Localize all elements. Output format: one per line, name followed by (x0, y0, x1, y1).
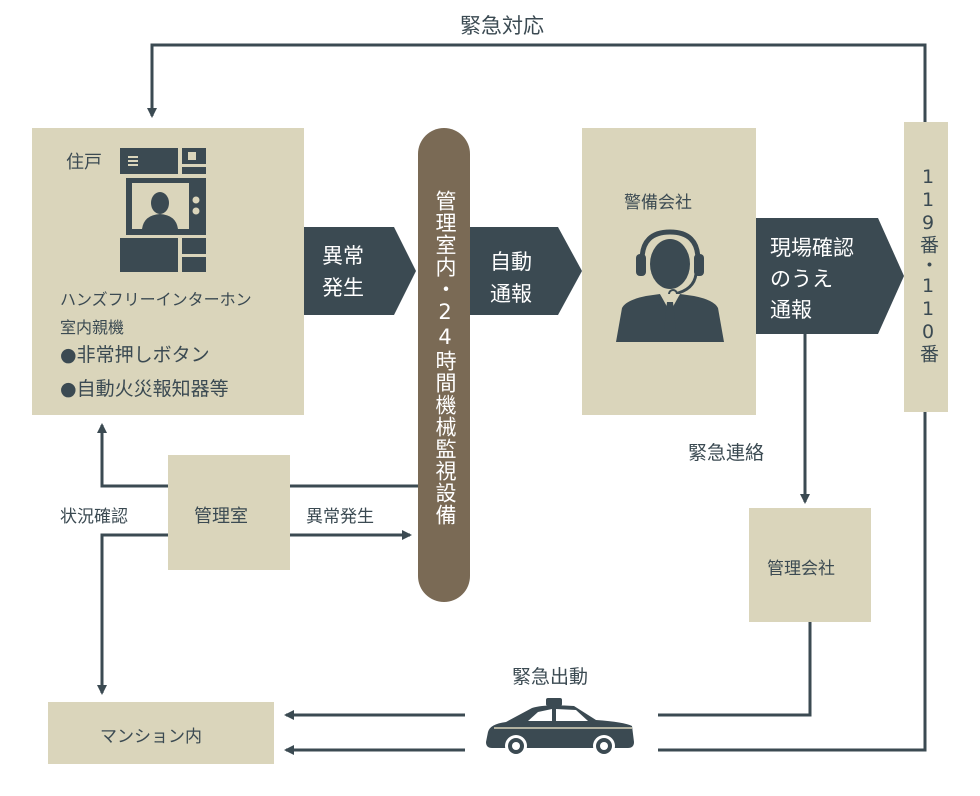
abnormal-arrow-line1: 異常 (322, 244, 364, 268)
bullet-emergency-button: ●非常押しボタン (60, 344, 210, 366)
status-check-label: 状況確認 (60, 507, 128, 527)
device-sub: 室内親機 (60, 318, 125, 337)
intercom-icon (120, 148, 206, 272)
management-company-label: 管理会社 (767, 559, 835, 579)
confirm-report-line1: 現場確認 (770, 236, 854, 260)
mansion-label: マンション内 (100, 727, 202, 747)
management-company-box: 管理会社 (749, 508, 871, 622)
device-name: ハンズフリーインターホン (60, 290, 252, 309)
emergency-response-label: 緊急対応 (460, 14, 544, 38)
emergency-contact-label: 緊急連絡 (688, 442, 765, 464)
auto-report-arrow-shape (470, 227, 582, 315)
security-company-label: 警備会社 (624, 193, 692, 213)
abnormal-arrow-line2: 発生 (322, 276, 364, 300)
auto-report-line1: 自動 (490, 250, 532, 274)
emergency-numbers-box: 119番・110番 (904, 122, 948, 412)
status-check-up-line (97, 423, 168, 488)
emergency-numbers-label: 119番・110番 (917, 166, 939, 364)
mansion-box: マンション内 (48, 702, 274, 764)
monitor-pillar-label: 管理室内・24時間機械監視設備 (433, 190, 457, 526)
security-company-box: 警備会社 (582, 128, 756, 415)
patrol-car-icon (486, 698, 634, 757)
emergency-response-line (147, 43, 927, 122)
abnormal-occur-label: 異常発生 (306, 507, 374, 527)
emergency-dispatch-label: 緊急出動 (512, 666, 589, 688)
emergency-numbers-to-car-line (658, 412, 927, 752)
status-check-down-line (97, 533, 168, 695)
confirm-report-line3: 通報 (770, 298, 812, 322)
residence-box: 住戸 ハンズフリーインターホン 室内親機 ●非常押しボタン ●自動火災報知器等 (32, 128, 304, 415)
mgmt-company-to-car-line (658, 622, 812, 717)
operator-headset-icon (616, 229, 724, 342)
abnormal-arrow-shape (304, 227, 416, 315)
bullet-fire-alarm: ●自動火災報知器等 (60, 378, 229, 400)
confirm-report-arrow-shape (756, 218, 904, 334)
auto-report-line2: 通報 (490, 282, 532, 306)
residence-label: 住戸 (66, 152, 102, 173)
confirm-report-line2: のうえ (770, 267, 833, 291)
management-office-label: 管理室 (194, 506, 248, 527)
monitor-pillar: 管理室内・24時間機械監視設備 (418, 128, 470, 602)
management-office-box: 管理室 (168, 455, 290, 570)
